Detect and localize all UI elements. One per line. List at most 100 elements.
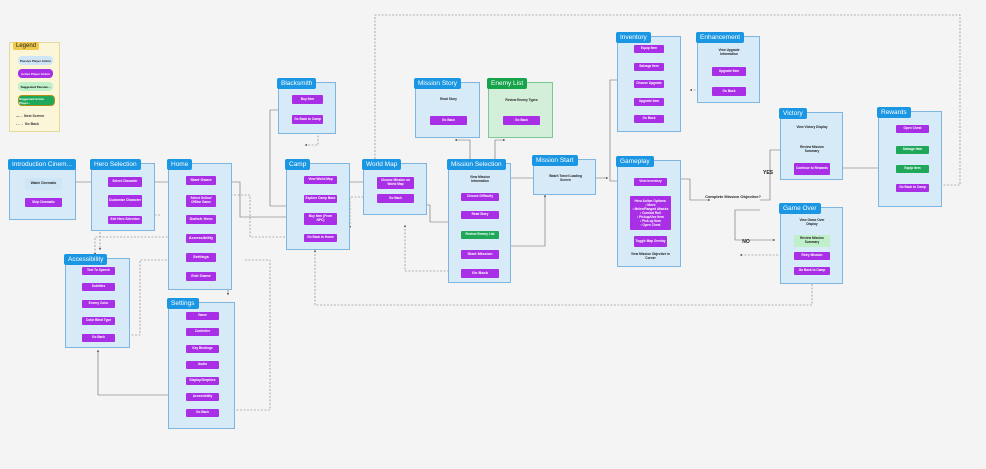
continue-rewards-node[interactable]: Continue to Rewards <box>794 163 830 175</box>
settings-node[interactable]: Settings <box>186 253 216 262</box>
settings-accessibility-node[interactable]: Accessibility <box>186 393 219 401</box>
mission-read-story-node[interactable]: Read Story <box>461 211 499 219</box>
enemy-list-go-back-node[interactable]: Go Back <box>503 116 540 125</box>
view-game-over-node: View Game Over Display <box>799 218 825 226</box>
inventory-equip-node[interactable]: Equip Item <box>634 45 664 53</box>
blacksmith-go-back-node[interactable]: Go Back to Camp <box>292 115 323 124</box>
inventory-title: Inventory <box>616 32 651 44</box>
mission-start-title: Mission Start <box>532 155 578 167</box>
game-over-title: Game Over <box>779 203 821 215</box>
inventory-go-back-node[interactable]: Go Back <box>634 115 664 123</box>
buy-item-npc-node[interactable]: Buy Item (From NPC) <box>304 213 337 225</box>
rewards-go-back-node[interactable]: Go Back to Camp <box>896 184 929 192</box>
exit-game-node[interactable]: Exit Game <box>186 272 216 281</box>
settings-display-node[interactable]: Display/Graphics <box>186 377 219 385</box>
legend-next-screen: —→ Next Screen <box>16 114 45 118</box>
legend-suggested-active: Suggested Active Player... <box>18 95 55 106</box>
settings-controller-node[interactable]: Controller <box>186 328 219 336</box>
skip-cinematic-node[interactable]: Skip Cinematic <box>25 198 62 207</box>
watch-cinematic-node[interactable]: Watch Cinematic <box>25 178 62 190</box>
blacksmith-panel: Blacksmith Buy Item Go Back to Camp <box>277 78 336 134</box>
view-inventory-node[interactable]: View Inventory <box>634 178 667 186</box>
accessibility-title: Accessibility <box>64 254 108 266</box>
watch-loading-screen-node: Watch Travel Loading Screen <box>549 174 582 182</box>
blacksmith-buy-item-node[interactable]: Buy Item <box>292 95 323 104</box>
explore-camp-node[interactable]: Explore Camp Base <box>304 195 337 203</box>
hero-actions-node[interactable]: Hero Action Options: • Move • Melee/Rang… <box>630 196 671 230</box>
mission-story-title: Mission Story <box>414 78 462 90</box>
decision-no-label: NO <box>742 239 750 245</box>
enhancement-title: Enhancement <box>696 32 745 44</box>
hero-selection-panel: Hero Selection Select Character Customiz… <box>90 159 155 231</box>
enhancement-panel: Enhancement View Upgrade Information Upg… <box>696 32 760 103</box>
camp-panel: Camp View World Map Explore Camp Base Bu… <box>285 159 350 250</box>
choose-mission-node[interactable]: Choose Mission on World Map <box>377 177 414 189</box>
enemy-list-panel: Enemy List Review Enemy Types Go Back <box>487 78 553 138</box>
choose-difficulty-node[interactable]: Choose Difficulty <box>461 193 499 201</box>
gameplay-title: Gameplay <box>616 156 654 168</box>
accessibility-go-back-node[interactable]: Go Back <box>82 334 115 342</box>
enemy-color-node[interactable]: Enemy Color <box>82 300 115 308</box>
settings-key-bindings-node[interactable]: Key Bindings <box>186 345 219 353</box>
victory-review-summary-node: Review Mission Summary <box>800 145 824 153</box>
select-character-node[interactable]: Select Character <box>108 177 142 187</box>
customize-character-node[interactable]: Customize Character <box>108 195 142 207</box>
legend-suggested-passive: Suggested Passive... <box>18 82 53 91</box>
gameplay-panel: Gameplay View Inventory Hero Action Opti… <box>616 156 681 267</box>
home-title: Home <box>167 159 193 171</box>
view-mission-info-node: View Mission Information <box>470 175 490 183</box>
game-over-review-summary-node: Review Mission Summary <box>794 235 830 247</box>
enhancement-go-back-node[interactable]: Go Back <box>712 87 746 96</box>
settings-audio-node[interactable]: Audio <box>186 361 219 369</box>
retry-mission-node[interactable]: Retry Mission <box>794 252 830 260</box>
mission-story-go-back-node[interactable]: Go Back <box>430 116 467 125</box>
victory-title: Victory <box>779 108 807 120</box>
rewards-title: Rewards <box>877 107 911 119</box>
start-mission-node[interactable]: Start Mission <box>461 250 499 259</box>
rewards-equip-node[interactable]: Equip Item <box>896 165 929 173</box>
rewards-salvage-node[interactable]: Salvage Item <box>896 146 929 154</box>
toggle-map-node[interactable]: Toggle Map Overlay <box>634 236 667 247</box>
accessibility-panel: Accessibility Text To Speech Subtitles E… <box>64 254 130 348</box>
intro-title: Introduction Cinem... <box>8 159 76 171</box>
intro-panel: Introduction Cinem... Watch Cinematic Sk… <box>8 159 76 220</box>
read-story-node: Read Story <box>440 96 457 101</box>
settings-panel: Settings Game Controller Key Bindings Au… <box>167 298 235 429</box>
color-blind-type-node[interactable]: Color Blind Type <box>82 317 115 325</box>
go-back-home-node[interactable]: Go Back to Home <box>304 234 337 242</box>
inventory-salvage-node[interactable]: Salvage Item <box>634 63 664 71</box>
exit-hero-selection-node[interactable]: Exit Hero Selection <box>108 216 142 224</box>
review-enemy-types-node: Review Enemy Types <box>505 98 538 103</box>
decision-yes-label: YES <box>762 170 773 176</box>
settings-go-back-node[interactable]: Go Back <box>186 409 219 417</box>
hero-selection-title: Hero Selection <box>90 159 141 171</box>
world-map-panel: World Map Choose Mission on World Map Go… <box>362 159 427 215</box>
inventory-upgrade-node[interactable]: Upgrade Item <box>634 98 664 106</box>
settings-game-node[interactable]: Game <box>186 312 219 320</box>
settings-title: Settings <box>167 298 199 310</box>
world-map-go-back-node[interactable]: Go Back <box>377 194 414 203</box>
choose-upgrade-node[interactable]: Choose Upgrade <box>634 80 664 88</box>
game-over-go-back-node[interactable]: Go Back to Camp <box>794 267 830 275</box>
legend-active: Active Player Action <box>18 69 53 78</box>
select-online-offline-node[interactable]: Select Online/ Offline Game <box>186 195 216 207</box>
legend-passive: Passive Player Action <box>18 56 53 65</box>
view-objective-node: View Mission Objective in Corner <box>631 252 670 260</box>
legend: Legend Passive Player Action Active Play… <box>9 42 60 132</box>
switch-hero-node[interactable]: Switch Hero <box>186 215 216 224</box>
accessibility-node[interactable]: Accessibility <box>186 234 216 243</box>
view-upgrade-info-node: View Upgrade Information <box>718 48 740 56</box>
complete-objective-decision: Complete Mission Objective? <box>705 194 761 199</box>
subtitles-node[interactable]: Subtitles <box>82 283 115 291</box>
review-enemy-list-node[interactable]: Review Enemy List <box>461 231 499 239</box>
view-world-map-node[interactable]: View World Map <box>304 176 337 184</box>
open-chest-node[interactable]: Open Chest <box>896 125 929 133</box>
start-game-node[interactable]: Start Game <box>186 176 216 185</box>
mission-selection-title: Mission Selection <box>447 159 506 171</box>
mission-selection-panel: Mission Selection View Mission Informati… <box>447 159 511 283</box>
enhancement-upgrade-node[interactable]: Upgrade Item <box>712 67 746 76</box>
mission-story-panel: Mission Story Read Story Go Back <box>414 78 480 138</box>
mission-selection-go-back-node[interactable]: Go Back <box>461 269 499 278</box>
view-victory-node: View Victory Display <box>796 125 828 130</box>
text-to-speech-node[interactable]: Text To Speech <box>82 267 115 275</box>
